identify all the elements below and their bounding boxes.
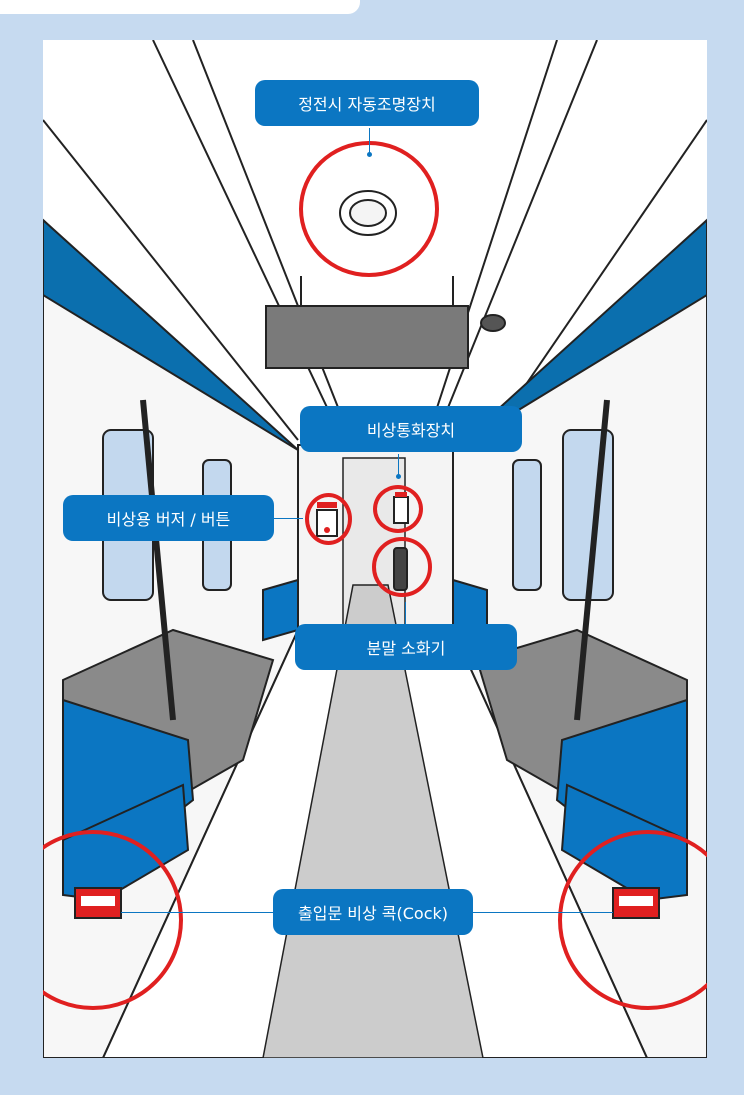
ceiling-vent bbox=[481, 315, 505, 331]
leader-line-cock-right bbox=[473, 912, 613, 913]
callout-fire-extinguisher: 분말 소화기 bbox=[295, 624, 517, 670]
callout-door-cock: 출입문 비상 콕(Cock) bbox=[273, 889, 473, 935]
top-tab-notch bbox=[0, 0, 360, 14]
highlight-ring-lighting bbox=[299, 141, 439, 277]
leader-line-extinguisher bbox=[405, 602, 406, 624]
right-window-2 bbox=[513, 460, 541, 590]
callout-emergency-intercom: 비상통화장치 bbox=[300, 406, 522, 452]
leader-line-buzzer bbox=[273, 518, 303, 519]
callout-emergency-buzzer: 비상용 버저 / 버튼 bbox=[63, 495, 274, 541]
highlight-ring-extinguisher bbox=[372, 537, 432, 597]
leader-line-intercom bbox=[398, 454, 399, 476]
leader-line-lighting bbox=[369, 128, 370, 154]
ceiling-display-panel bbox=[266, 306, 468, 368]
leader-line-cock-left bbox=[121, 912, 273, 913]
highlight-ring-buzzer bbox=[305, 493, 352, 545]
callout-auto-lighting: 정전시 자동조명장치 bbox=[255, 80, 479, 126]
highlight-ring-intercom bbox=[373, 485, 423, 533]
illustration-frame: 정전시 자동조명장치 비상통화장치 비상용 버저 / 버튼 분말 소화기 출입문… bbox=[43, 40, 707, 1058]
